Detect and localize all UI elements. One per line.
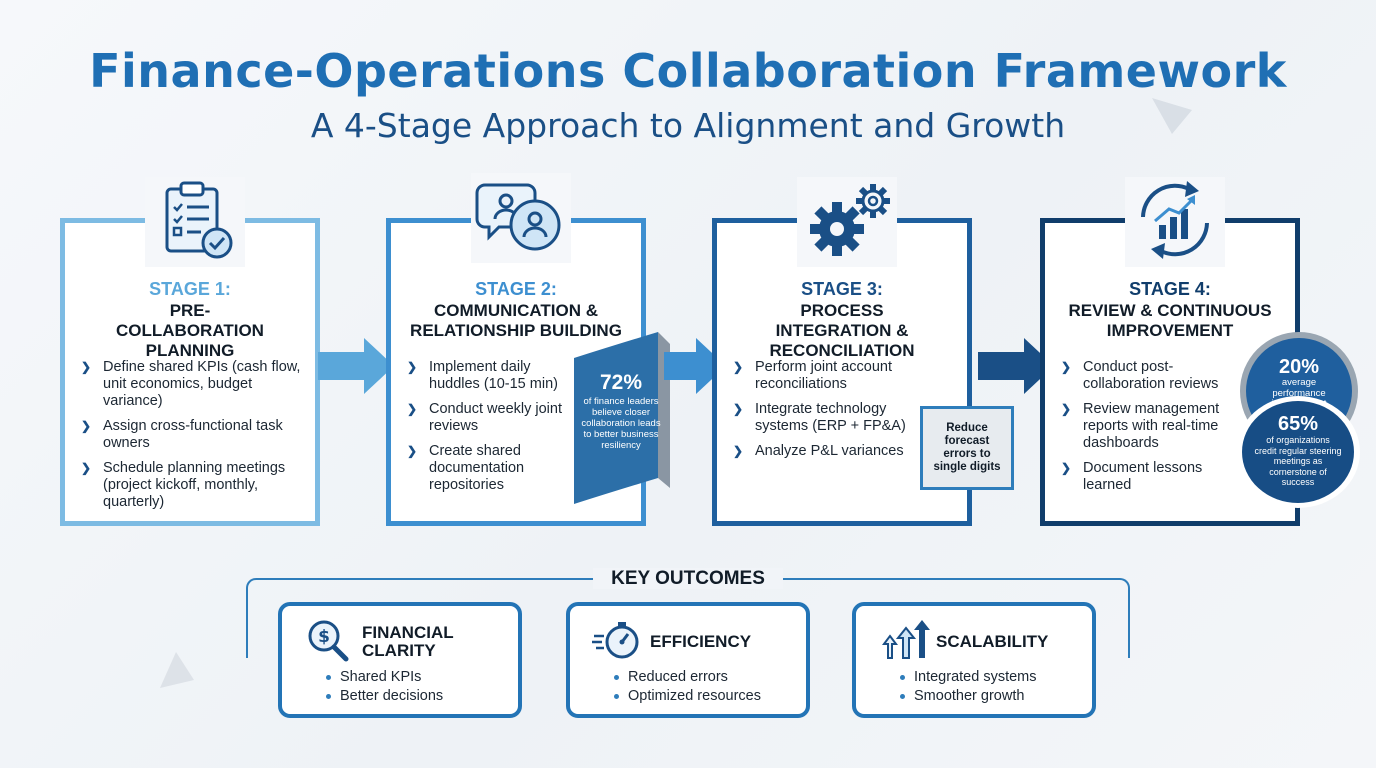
stage-bullets: Perform joint account reconciliations In… (731, 359, 931, 468)
outcome-card-financial-clarity: $ FINANCIAL CLARITY Shared KPIs Better d… (278, 602, 522, 718)
bullet-item: Conduct weekly joint reviews (405, 401, 575, 435)
stage-bullets: Define shared KPIs (cash flow, unit econ… (79, 359, 309, 519)
decorative-triangle (160, 652, 194, 688)
card-title: SCALABILITY (936, 632, 1049, 651)
stage-bullets: Conduct post-collaboration reviews Revie… (1059, 359, 1239, 502)
stage-number: STAGE 4: (1129, 279, 1211, 299)
card-list: Shared KPIs Better decisions (326, 668, 443, 706)
bullet-item: Review management reports with real-time… (1059, 401, 1239, 452)
outcomes-title: KEY OUTCOMES (593, 568, 783, 589)
bullet-item: Perform joint account reconciliations (731, 359, 931, 393)
bullet-item: Define shared KPIs (cash flow, unit econ… (79, 359, 309, 410)
page-subtitle: A 4-Stage Approach to Alignment and Grow… (310, 106, 1066, 145)
list-item: Reduced errors (614, 668, 761, 687)
stage-1-card: STAGE 1: PRE-COLLABORATION PLANNING Defi… (60, 177, 320, 526)
outcome-card-efficiency: EFFICIENCY Reduced errors Optimized reso… (566, 602, 810, 718)
stage-name: REVIEW & CONTINUOUS IMPROVEMENT (1068, 301, 1272, 340)
flow-arrow (978, 338, 1054, 394)
list-item: Smoother growth (900, 687, 1037, 706)
svg-text:$: $ (318, 627, 330, 647)
stat-circle: 65% of organizations credit regular stee… (1236, 396, 1360, 508)
clipboard-checklist-icon (145, 177, 245, 267)
stopwatch-icon (592, 622, 639, 659)
bullet-item: Implement daily huddles (10-15 min) (405, 359, 575, 393)
outcome-card-scalability: SCALABILITY Integrated systems Smoother … (852, 602, 1096, 718)
stage-number: STAGE 2: (475, 279, 557, 299)
flow-arrow (318, 338, 394, 394)
stat-callout: 72% of finance leaders believe closer co… (578, 371, 664, 452)
bullet-item: Assign cross-functional task owners (79, 418, 309, 452)
cycle-growth-chart-icon (1125, 177, 1225, 267)
stage-number: STAGE 1: (149, 279, 231, 299)
flow-arrow (664, 338, 726, 394)
stat-text: of finance leaders believe closer collab… (581, 396, 661, 451)
stat-value: 20% (1278, 356, 1320, 378)
bullet-item: Schedule planning meetings (project kick… (79, 460, 309, 511)
bullet-item: Integrate technology systems (ERP + FP&A… (731, 401, 931, 435)
stage-bullets: Implement daily huddles (10-15 min) Cond… (405, 359, 575, 502)
stage-number: STAGE 3: (801, 279, 883, 299)
stage-name: PROCESS INTEGRATION & RECONCILIATION (769, 301, 915, 360)
bullet-item: Conduct post-collaboration reviews (1059, 359, 1239, 393)
stat-text: of organizations credit regular steering… (1254, 435, 1342, 487)
stage-name: PRE-COLLABORATION PLANNING (116, 301, 264, 360)
growth-arrows-icon (882, 620, 930, 659)
gears-icon (797, 177, 897, 267)
forecast-callout: Reduce forecast errors to single digits (920, 406, 1014, 490)
list-item: Better decisions (326, 687, 443, 706)
stage-3-card: STAGE 3: PROCESS INTEGRATION & RECONCILI… (712, 177, 972, 526)
chat-people-icon (471, 173, 571, 263)
card-list: Reduced errors Optimized resources (614, 668, 761, 706)
bullet-item: Create shared documentation repositories (405, 443, 575, 494)
list-item: Shared KPIs (326, 668, 443, 687)
stat-value: 72% (599, 371, 643, 394)
decorative-triangle (1152, 98, 1192, 134)
callout-text: Reduce forecast errors to single digits (933, 422, 1001, 473)
list-item: Integrated systems (900, 668, 1037, 687)
card-list: Integrated systems Smoother growth (900, 668, 1037, 706)
stage-name: COMMUNICATION & RELATIONSHIP BUILDING (410, 301, 622, 340)
bullet-item: Analyze P&L variances (731, 443, 931, 460)
card-title: FINANCIAL CLARITY (362, 623, 454, 660)
outcomes-title-wrap: KEY OUTCOMES (0, 568, 1376, 590)
dollar-magnifier-icon: $ (308, 620, 349, 662)
stat-value: 65% (1277, 413, 1319, 435)
page-title: Finance-Operations Collaboration Framewo… (89, 44, 1287, 98)
card-title: EFFICIENCY (650, 632, 752, 651)
list-item: Optimized resources (614, 687, 761, 706)
bullet-item: Document lessons learned (1059, 460, 1239, 494)
